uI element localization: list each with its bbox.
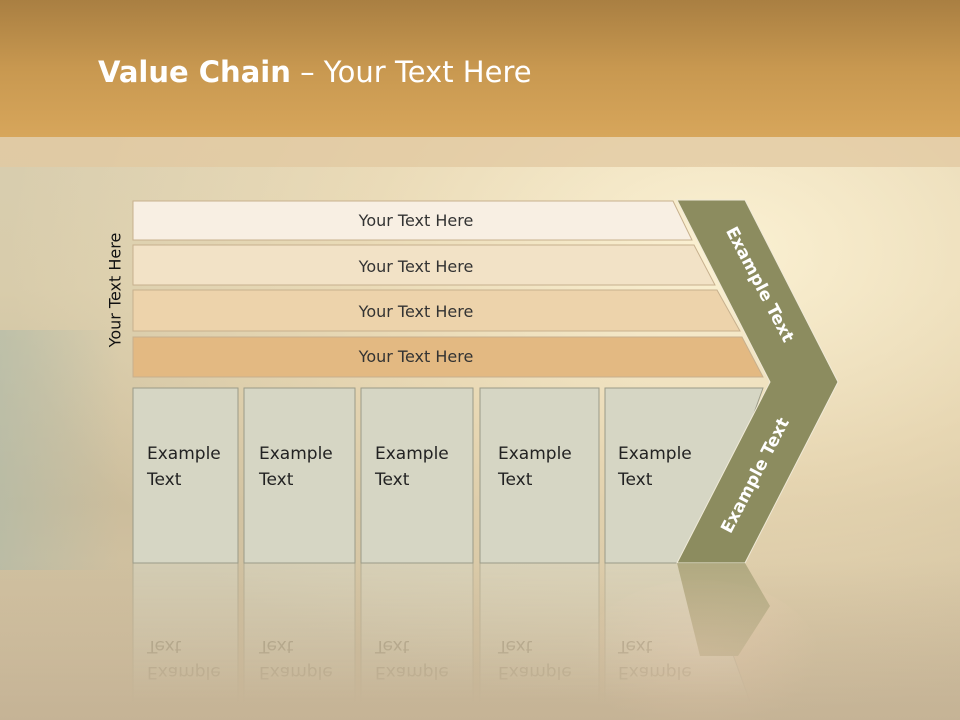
header-band <box>0 137 960 167</box>
background-blur-left <box>0 330 120 570</box>
bar-2-label: Your Text Here <box>358 257 474 276</box>
box-3[interactable] <box>360 387 474 564</box>
title-rest: – Your Text Here <box>290 55 532 89</box>
bar-3[interactable] <box>132 289 741 332</box>
bar-4-label: Your Text Here <box>358 347 474 366</box>
box-4[interactable] <box>479 387 600 564</box>
bar-2[interactable] <box>132 244 716 286</box>
title-bold: Value Chain <box>98 55 291 89</box>
bar-4[interactable] <box>132 336 764 378</box>
reflection-box-2-text: ExampleText <box>258 636 333 682</box>
reflection-box-5-text: ExampleText <box>617 636 692 682</box>
bar-1-label: Your Text Here <box>358 211 474 230</box>
box-2[interactable] <box>243 387 356 564</box>
reflection-box-4-text: ExampleText <box>497 636 572 682</box>
slide-title[interactable]: Value Chain – Your Text Here <box>98 55 532 89</box>
reflection-box-3-text: ExampleText <box>374 636 449 682</box>
bar-3-label: Your Text Here <box>358 302 474 321</box>
reflection-box-1-text: ExampleText <box>146 636 221 682</box>
diagram-reflection: ExampleText ExampleText ExampleText Exam… <box>132 562 770 720</box>
header-bar <box>0 0 960 137</box>
bar-1[interactable] <box>132 200 693 241</box>
box-1[interactable] <box>132 387 239 564</box>
